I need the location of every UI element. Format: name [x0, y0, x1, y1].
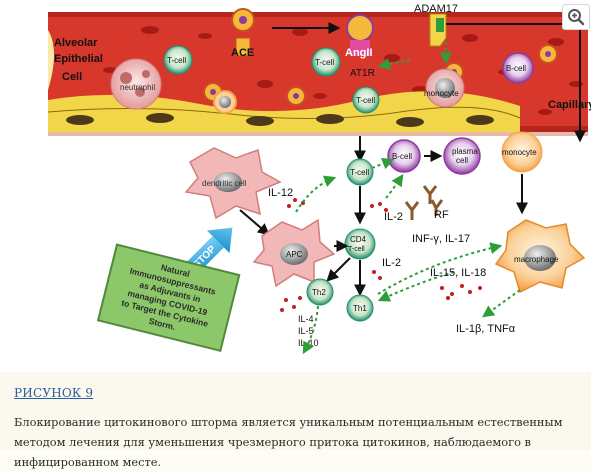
dendritic-cell: dendritic cell	[184, 147, 282, 220]
figure-link[interactable]: РИСУНОК 9	[14, 386, 94, 400]
il15-il18-dots	[440, 284, 482, 300]
th1-cell: Th1	[346, 294, 374, 322]
svg-text:monocyte: monocyte	[424, 89, 459, 98]
svg-text:dendritic cell: dendritic cell	[202, 179, 247, 188]
il1b-tnfa-label: IL-1β, TNFα	[456, 323, 516, 335]
caption-area	[0, 372, 591, 450]
il15-il18-label: IL-15, IL-18	[430, 267, 486, 279]
il12-label: IL-12	[268, 187, 293, 199]
apc-cell: APC	[252, 218, 336, 288]
t-cell-capillary-1: T-cell	[163, 45, 193, 75]
svg-text:T-cell: T-cell	[356, 96, 375, 105]
t-cell-capillary-3: T-cell	[352, 86, 380, 114]
svg-text:AT1R: AT1R	[350, 68, 375, 79]
b-cell-capillary: B-cell	[502, 52, 534, 84]
monocyte-capillary: monocyte	[424, 68, 465, 108]
natural-immunosuppressants-box: Natural Immunosuppressants as Adjuvants …	[96, 243, 241, 352]
il2-upper-dots	[370, 202, 388, 212]
il2-lower-dots	[372, 270, 382, 280]
macrophage-cell: macrophage	[494, 219, 586, 294]
svg-text:T-cell: T-cell	[167, 56, 186, 65]
cd4-tcell: CD4 T-cell	[344, 228, 376, 260]
t-cell-capillary-2: T-cell	[311, 47, 341, 77]
figure: Alveolar Epithelial Cell neutrophil ACE	[47, 3, 591, 355]
alveolar-epithelial-cell-label: Alveolar Epithelial Cell	[54, 37, 103, 83]
macrophage-to-th1-arrow	[377, 271, 455, 302]
svg-text:T-cell: T-cell	[350, 168, 369, 177]
svg-text:B-cell: B-cell	[392, 152, 412, 161]
svg-text:AngII: AngII	[345, 47, 373, 59]
svg-text:Alveolar: Alveolar	[54, 37, 98, 49]
svg-text:monocyte: monocyte	[502, 148, 537, 157]
adam17-enzyme: ADAM17	[414, 3, 458, 47]
svg-text:B-cell: B-cell	[506, 64, 526, 73]
green-dotted-arrow-at1r	[377, 58, 411, 71]
tcell-to-bcell-arrow	[371, 157, 395, 170]
svg-text:CD4: CD4	[350, 235, 367, 244]
svg-text:ADAM17: ADAM17	[414, 3, 458, 15]
rf-antibodies	[404, 185, 444, 220]
svg-text:IL-4: IL-4	[298, 314, 314, 324]
ace-receptor: ACE	[231, 37, 254, 59]
cytokine-storm-diagram: Alveolar Epithelial Cell neutrophil ACE	[47, 3, 591, 355]
svg-text:macrophage: macrophage	[514, 255, 559, 264]
macrophage-cytokine-arrow	[482, 289, 521, 318]
dendritic-to-apc-arrow	[239, 209, 270, 236]
svg-text:Th2: Th2	[312, 288, 326, 297]
monocyte-lower: monocyte	[501, 131, 543, 173]
angii-receptor: AngII AT1R	[345, 14, 375, 79]
svg-text:Epithelial: Epithelial	[54, 53, 103, 65]
svg-text:Cell: Cell	[62, 71, 82, 83]
th2-cytokine-arrow	[302, 305, 319, 355]
zoom-in-button[interactable]	[562, 4, 590, 30]
epithelial-layer	[47, 30, 521, 132]
th2-cytokine-dots	[280, 296, 302, 312]
svg-text:T-cell: T-cell	[315, 58, 334, 67]
monocyte-capillary-small	[213, 90, 237, 114]
svg-text:neutrophil: neutrophil	[120, 83, 155, 92]
il2-lower-label: IL-2	[382, 257, 401, 269]
svg-text:IL-5: IL-5	[298, 326, 314, 336]
zoom-in-icon	[568, 9, 585, 26]
capillary-label: Capillary	[548, 99, 591, 111]
svg-text:plasma: plasma	[452, 147, 478, 156]
il2-upper-arrow	[385, 174, 404, 199]
svg-text:APC: APC	[286, 250, 303, 259]
t-cell-central: T-cell	[346, 158, 374, 186]
il2-upper-label: IL-2	[384, 211, 403, 223]
il12-dots	[287, 198, 305, 208]
plasma-cell: plasma cell	[443, 137, 481, 175]
inf-il17-label: INF-γ, IL-17	[412, 233, 470, 245]
neutrophil-cell: neutrophil	[110, 58, 162, 110]
b-cell-lower: B-cell	[387, 139, 421, 173]
th1-to-macrophage-arrow	[377, 242, 503, 295]
figure-caption: Блокирование цитокинового шторма являетс…	[14, 415, 563, 469]
cd4-to-th2-arrow	[326, 257, 351, 282]
svg-text:T-cell: T-cell	[348, 246, 365, 253]
th2-cell: Th2	[306, 278, 334, 306]
svg-text:cell: cell	[456, 156, 468, 165]
svg-text:Th1: Th1	[353, 304, 367, 313]
svg-text:ACE: ACE	[231, 47, 254, 59]
il12-arrow	[295, 175, 337, 213]
rf-label: RF	[434, 209, 449, 221]
